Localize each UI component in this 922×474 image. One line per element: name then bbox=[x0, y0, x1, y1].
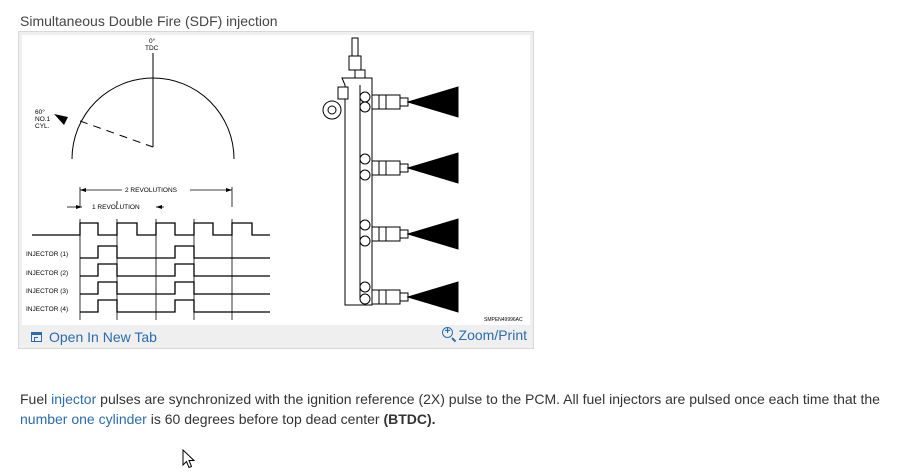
open-in-new-tab-button[interactable]: Open In New Tab bbox=[31, 329, 157, 345]
no1-arrow bbox=[54, 114, 68, 125]
description-paragraph: Fuel injector pulses are synchronized wi… bbox=[20, 389, 910, 429]
btdc-bold-text: (BTDC). bbox=[383, 411, 436, 427]
injector-4-trace bbox=[80, 299, 270, 313]
no1-label: NO.1 bbox=[35, 116, 51, 123]
no1-deg-label: 60° bbox=[35, 108, 45, 116]
reference-pulse-train bbox=[32, 222, 270, 236]
zoom-print-label: Zoom/Print bbox=[458, 327, 527, 343]
injector-assembly-3 bbox=[359, 218, 459, 250]
paragraph-text-2: pulses are synchronized with the ignitio… bbox=[96, 391, 880, 407]
tdc-deg-label: 0° bbox=[149, 37, 156, 45]
diagram-svg: 0° TDC 60° NO.1 CYL. 2 REVOLUTIONS 1 REV… bbox=[26, 37, 523, 323]
injector-link[interactable]: injector bbox=[51, 391, 97, 407]
part-number-label: SMPEN49996AC bbox=[484, 317, 523, 323]
injector-3-trace bbox=[80, 281, 270, 295]
figure-caption: Simultaneous Double Fire (SDF) injection bbox=[20, 13, 278, 29]
one-revolution-label: 1 REVOLUTION bbox=[92, 204, 140, 211]
paragraph-text-1: Fuel bbox=[20, 391, 52, 407]
injector-assembly-1 bbox=[359, 86, 459, 118]
two-revolutions-label: 2 REVOLUTIONS bbox=[125, 187, 178, 194]
figure-toolbar: Open In New Tab + Zoom/Print bbox=[19, 326, 533, 348]
no1-line bbox=[79, 120, 154, 148]
injector-2-label: INJECTOR (2) bbox=[26, 270, 68, 277]
mouse-cursor-icon bbox=[182, 448, 196, 474]
zoom-in-icon: + bbox=[441, 326, 456, 343]
open-new-tab-icon bbox=[31, 332, 42, 342]
cyl-label: CYL. bbox=[35, 123, 50, 130]
injector-1-trace bbox=[80, 245, 270, 259]
tdc-label: TDC bbox=[145, 45, 159, 52]
paragraph-text-3: is 60 degrees before top dead center bbox=[146, 411, 384, 427]
zoom-print-button[interactable]: + Zoom/Print bbox=[441, 326, 527, 343]
injector-1-label: INJECTOR (1) bbox=[26, 251, 68, 258]
figure-container: 0° TDC 60° NO.1 CYL. 2 REVOLUTIONS 1 REV… bbox=[18, 31, 534, 349]
fuel-rail-drawing bbox=[322, 37, 459, 313]
sdf-injection-diagram[interactable]: 0° TDC 60° NO.1 CYL. 2 REVOLUTIONS 1 REV… bbox=[22, 35, 530, 325]
injector-2-trace bbox=[80, 263, 270, 277]
injector-3-label: INJECTOR (3) bbox=[26, 288, 68, 295]
injector-assembly-2 bbox=[359, 152, 459, 184]
open-in-new-tab-label: Open In New Tab bbox=[49, 329, 157, 345]
injector-4-label: INJECTOR (4) bbox=[26, 306, 68, 313]
number-one-cylinder-link[interactable]: number one cylinder bbox=[20, 411, 147, 427]
injector-assembly-4 bbox=[359, 281, 459, 313]
